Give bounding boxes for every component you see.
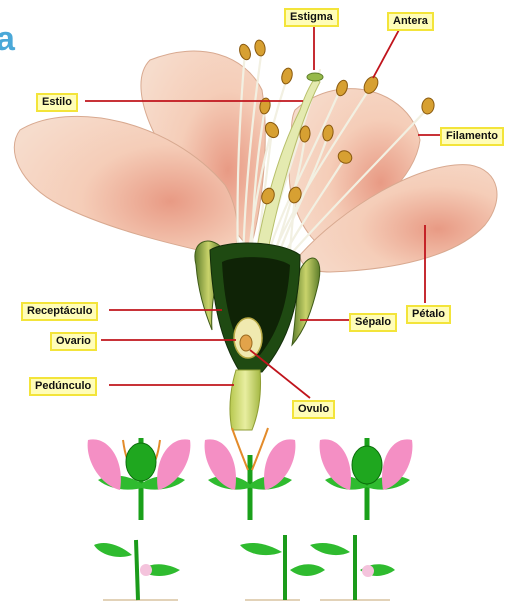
plant-3 [310,535,395,600]
label-receptaculo: Receptáculo [21,302,98,321]
ovule [240,335,252,351]
flower-stage-2 [205,428,296,520]
label-ovario: Ovario [50,332,97,351]
flower-stage-3 [320,438,413,520]
label-pedunculo: Pedúnculo [29,377,97,396]
label-filamento: Filamento [440,127,504,146]
peduncle [230,370,261,430]
label-estilo: Estilo [36,93,78,112]
stigma [307,73,323,81]
label-sepalo: Sépalo [349,313,397,332]
label-ovulo: Ovulo [292,400,335,419]
label-antera: Antera [387,12,434,31]
label-petalo: Pétalo [406,305,451,324]
flower-stage-1 [88,438,191,520]
plant-1 [94,540,180,600]
label-estigma: Estigma [284,8,339,27]
